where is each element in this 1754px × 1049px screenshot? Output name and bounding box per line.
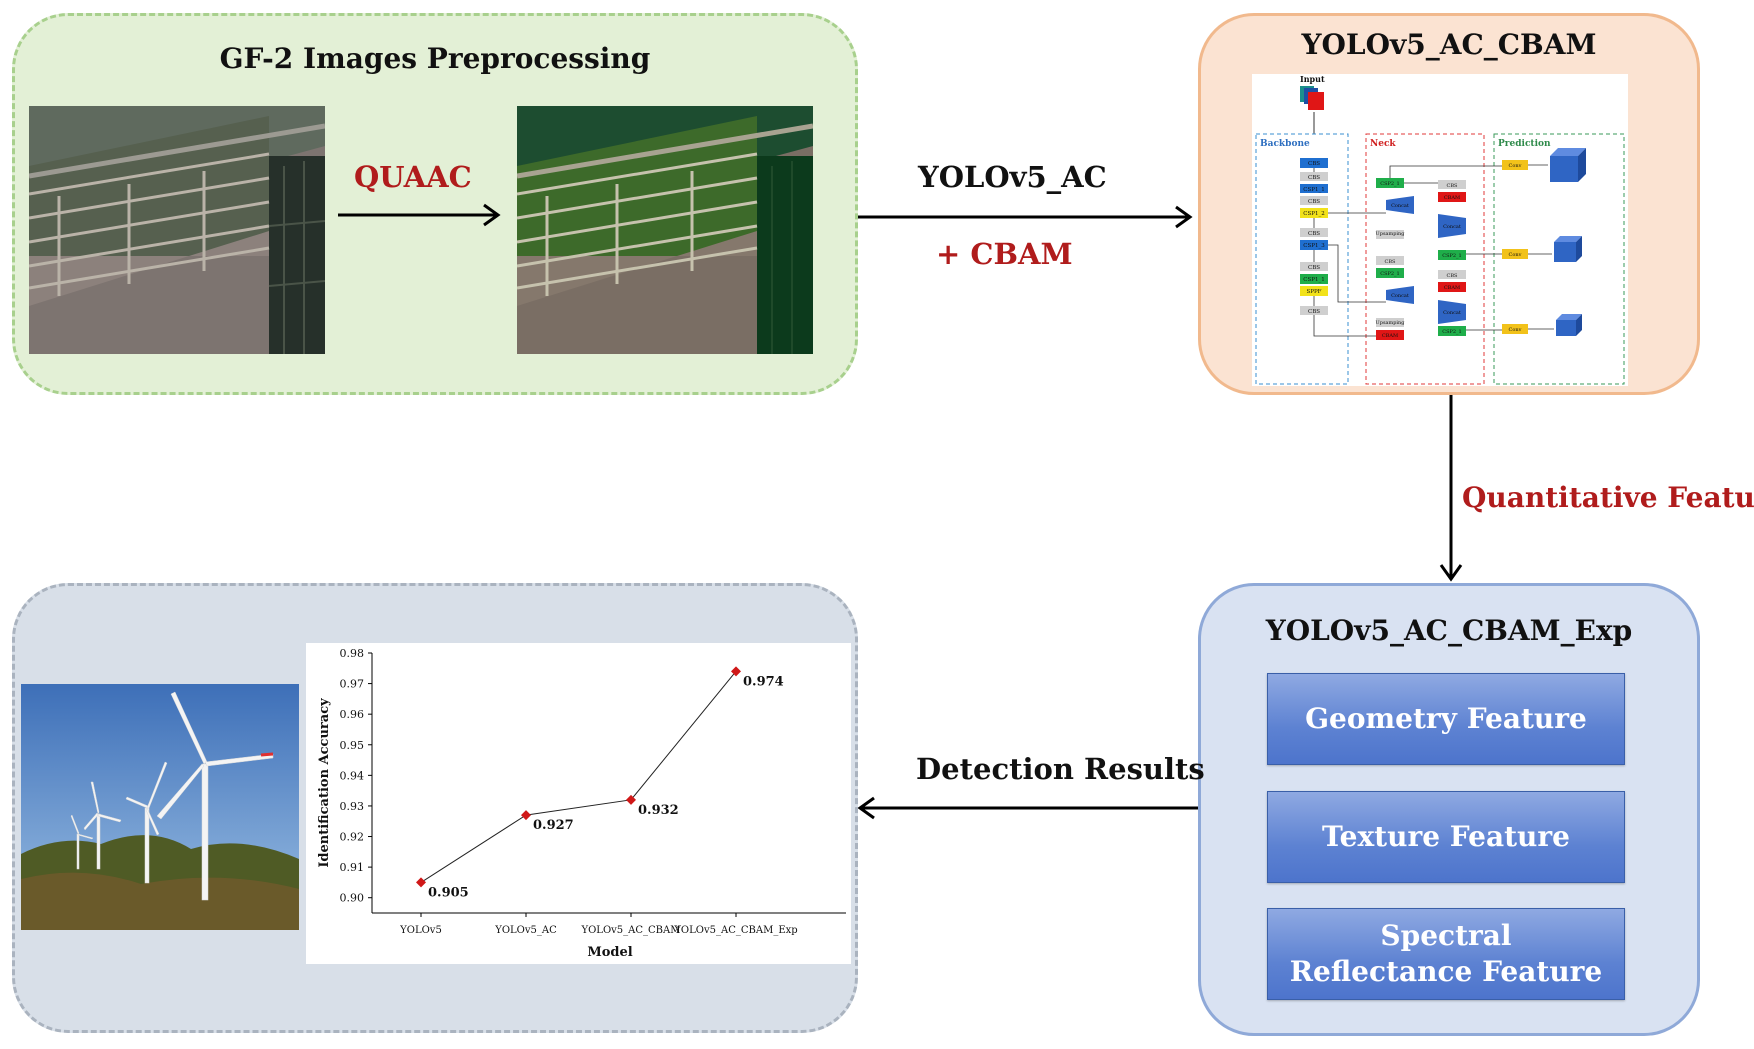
- plus-cbam-label: + CBAM: [936, 237, 1073, 271]
- x-tick-label: YOLOv5_AC_CBAM: [581, 925, 681, 936]
- y-tick-label: 0.92: [340, 831, 365, 844]
- data-point: [416, 877, 426, 888]
- neck-block-label: Upsamping: [1376, 320, 1406, 326]
- backbone-block-label: CSP1_3: [1303, 243, 1325, 249]
- neck-block-label: CSP2_1: [1380, 181, 1399, 187]
- x-tick-label: YOLOv5_AC_CBAM_Exp: [673, 925, 797, 936]
- data-label: 0.974: [743, 674, 784, 689]
- backbone-block-label: CSP1_2: [1303, 211, 1324, 217]
- prediction-block-label: Conv: [1509, 327, 1522, 333]
- data-point: [626, 794, 636, 805]
- y-tick-label: 0.97: [340, 678, 365, 691]
- backbone-block-label: CSP1_1: [1303, 277, 1324, 283]
- prediction-blocks: Conv Conv Conv: [1502, 148, 1586, 336]
- neck-block-label: CBAM: [1444, 285, 1460, 291]
- backbone-block-label: CBS: [1308, 231, 1320, 237]
- neck-block-label: CBAM: [1382, 333, 1398, 339]
- arrow-to-results: [857, 796, 1198, 820]
- y-tick-label: 0.95: [340, 739, 365, 752]
- backbone-block-label: CBS: [1308, 161, 1320, 167]
- preprocessing-title: GF-2 Images Preprocessing: [219, 42, 651, 75]
- y-tick-label: 0.98: [340, 647, 365, 660]
- backbone-label: Backbone: [1260, 139, 1310, 149]
- wind-turbine-photo: [21, 684, 299, 930]
- model-panel-title: YOLOv5_AC_CBAM: [1301, 28, 1597, 61]
- arrow-to-exp: [1439, 395, 1463, 582]
- neck-block-label: CSP2_1: [1442, 253, 1461, 259]
- y-axis-title: Identification Accuracy: [317, 698, 332, 868]
- spectral-reflectance-feature-box: Spectral Reflectance Feature: [1267, 908, 1625, 1000]
- y-tick-label: 0.91: [340, 861, 365, 874]
- texture-feature-box: Texture Feature: [1267, 791, 1625, 883]
- data-point: [731, 666, 741, 677]
- quaac-arrow: [338, 203, 501, 227]
- backbone-block-label: CBS: [1308, 309, 1320, 315]
- neck-block-label: Concat: [1443, 310, 1461, 316]
- accuracy-chart: 0.90 0.91 0.92 0.93 0.94 0.95 0.96 0.97 0.98 YOL…: [306, 643, 851, 964]
- prediction-block-label: Conv: [1509, 163, 1522, 169]
- x-axis-title: Model: [587, 945, 632, 960]
- neck-blocks: CSP2_1 Concat Upsamping CBS CSP2_1 Conca…: [1376, 178, 1466, 340]
- geometry-feature-box: Geometry Feature: [1267, 673, 1625, 765]
- backbone-block-label: SPPF: [1307, 289, 1322, 295]
- neck-block-label: Concat: [1443, 224, 1461, 230]
- neck-block-label: CBS: [1385, 259, 1397, 265]
- neck-block-label: Concat: [1391, 293, 1409, 299]
- neck-block-label: CSP2_1: [1380, 271, 1399, 277]
- data-label: 0.932: [638, 803, 679, 818]
- y-tick-label: 0.96: [340, 708, 365, 721]
- x-tick-label: YOLOv5: [399, 925, 442, 936]
- neck-block-label: CBS: [1447, 273, 1459, 279]
- arrow-to-model: [858, 205, 1193, 229]
- data-label: 0.927: [533, 818, 574, 833]
- x-tick-label: YOLOv5_AC: [494, 925, 557, 936]
- accuracy-series-line: [420, 671, 737, 883]
- y-tick-label: 0.90: [340, 892, 365, 905]
- quantitative-features-label: Quantitative Features: [1462, 481, 1754, 514]
- y-tick-label: 0.93: [340, 800, 365, 813]
- data-label: 0.905: [428, 885, 469, 900]
- neck-block-label: Upsamping: [1376, 231, 1406, 237]
- backbone-blocks: CBS CBS CSP1_1 CBS CSP1_2 CBS CSP1_3 CBS…: [1300, 158, 1328, 315]
- processed-satellite-image: [517, 106, 813, 354]
- backbone-block-label: CBS: [1308, 175, 1320, 181]
- prediction-label: Prediction: [1498, 139, 1551, 149]
- neck-block-label: CBAM: [1444, 195, 1460, 201]
- raw-satellite-image: [29, 106, 325, 354]
- neck-block-label: CBS: [1447, 183, 1459, 189]
- backbone-block-label: CBS: [1308, 265, 1320, 271]
- detection-results-label: Detection Results: [916, 752, 1205, 786]
- quaac-label: QUAAC: [354, 160, 472, 194]
- neck-block-label: CSP2_1: [1442, 329, 1461, 335]
- neck-block-label: Concat: [1391, 203, 1409, 209]
- exp-panel-title: YOLOv5_AC_CBAM_Exp: [1265, 614, 1633, 647]
- neck-label: Neck: [1370, 139, 1396, 149]
- backbone-block-label: CSP1_1: [1303, 187, 1324, 193]
- prediction-block-label: Conv: [1509, 252, 1522, 258]
- yolov5-ac-label: YOLOv5_AC: [918, 160, 1107, 194]
- data-point: [521, 810, 531, 821]
- input-label: Input: [1300, 74, 1325, 84]
- backbone-block-label: CBS: [1308, 199, 1320, 205]
- y-tick-label: 0.94: [340, 769, 365, 782]
- architecture-diagram: Input Backbone Neck Prediction CBS CBS: [1252, 74, 1628, 386]
